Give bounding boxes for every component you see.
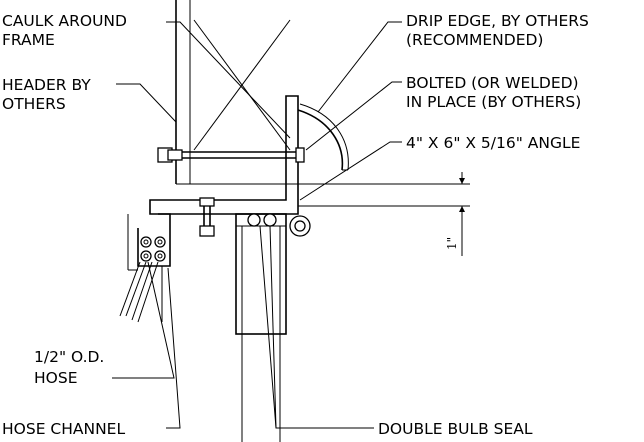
bolted-label-line2: IN PLACE (BY OTHERS) [406,93,581,111]
dimension-label: 1" [445,237,459,250]
dimension-lines [298,172,470,256]
drawing [119,0,470,442]
clamp-ring [289,215,311,237]
double-bulb-seal [235,213,287,442]
angle-bolt [199,197,215,237]
labels: CAULK AROUND FRAME HEADER BY OTHERS DRIP… [2,12,589,438]
hose-label-line1: 1/2" O.D. [34,348,104,366]
header-frame [175,0,298,185]
bulb-seal-label: DOUBLE BULB SEAL [378,420,533,438]
hoses [119,236,166,323]
bolted-label-line1: BOLTED (OR WELDED) [406,74,579,92]
angle-label: 4" X 6" X 5/16" ANGLE [406,134,580,152]
drip-edge-label-line2: (RECOMMENDED) [406,31,543,49]
header-label-line2: OTHERS [2,95,66,113]
steel-angle [149,95,299,215]
drip-edge-label-line1: DRIP EDGE, BY OTHERS [406,12,589,30]
hose-channel [127,213,171,271]
header-label-line1: HEADER BY [2,76,91,94]
hose-channel-label: HOSE CHANNEL [2,420,125,438]
caulk-label-line2: FRAME [2,31,55,49]
header-bolt [157,147,305,163]
hose-label-line2: HOSE [34,369,78,387]
leader-lines [112,21,402,429]
caulk-label-line1: CAULK AROUND [2,12,127,30]
